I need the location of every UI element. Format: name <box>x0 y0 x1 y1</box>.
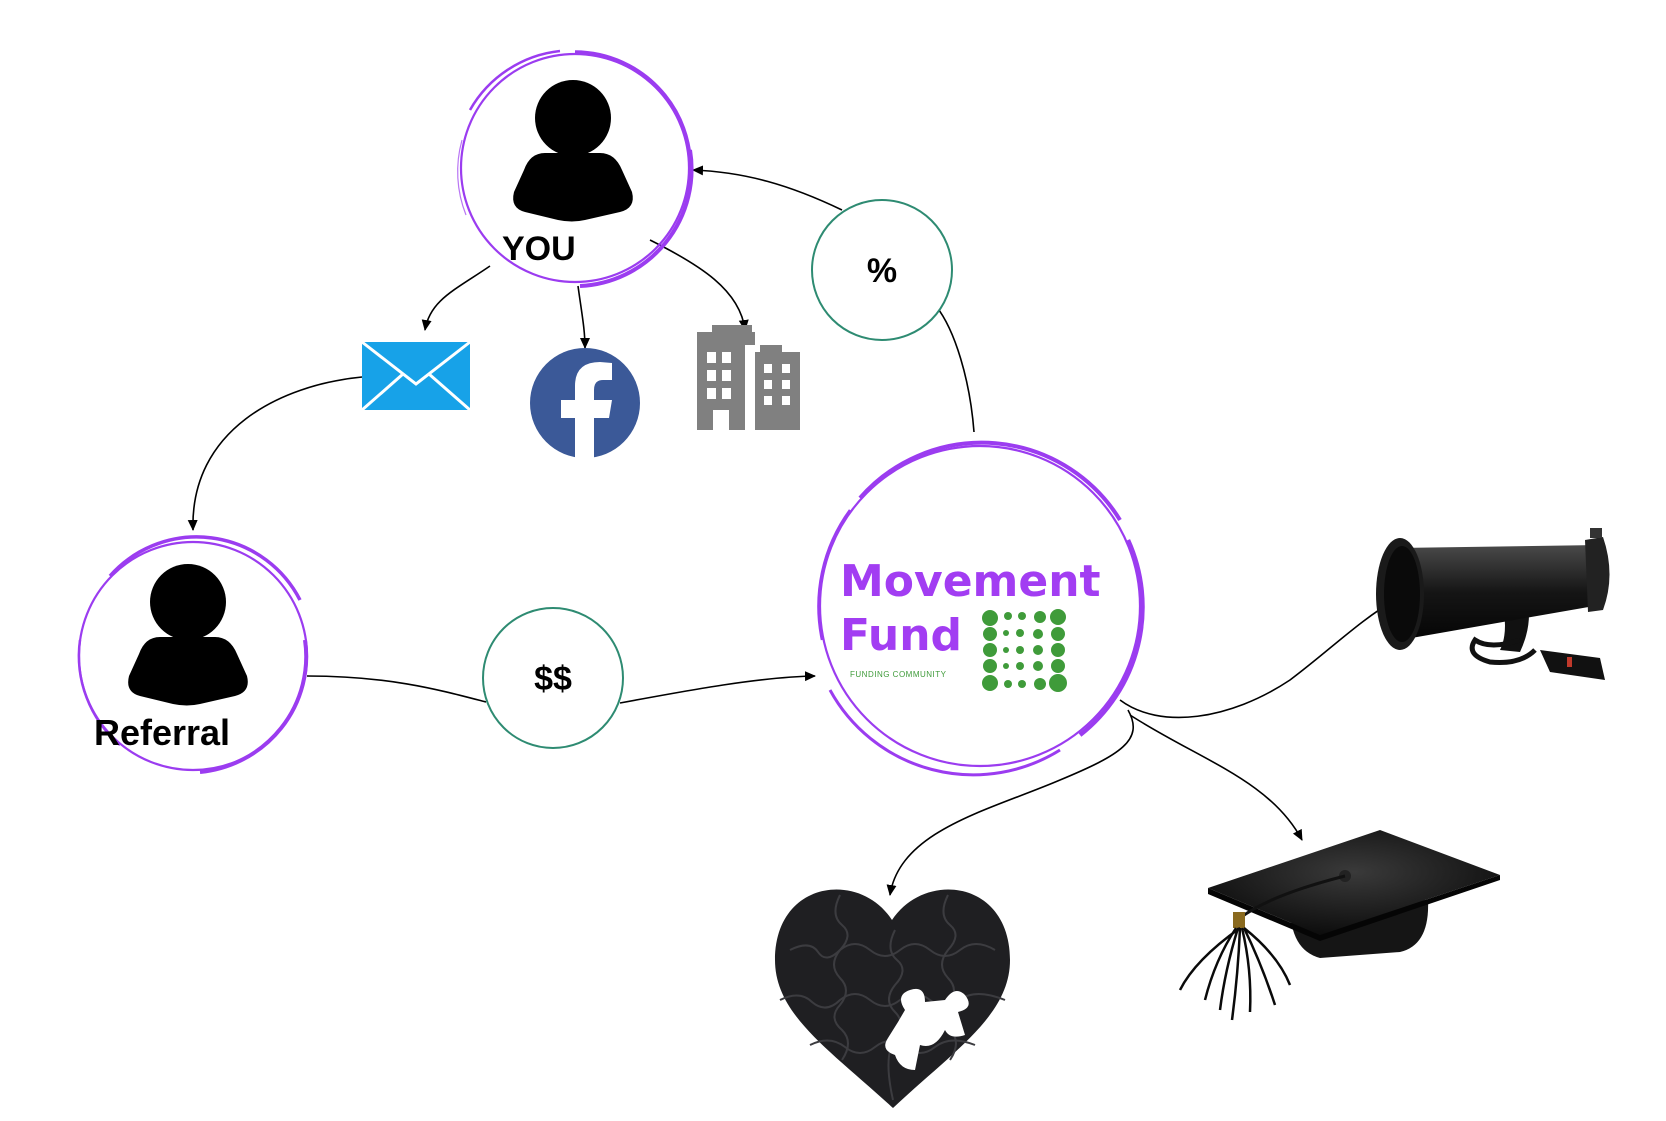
connectors <box>187 165 1396 896</box>
user-icon <box>128 564 248 706</box>
envelope-icon <box>361 340 471 412</box>
arrow-fund-to-megaphone <box>1119 599 1396 719</box>
money-badge: $$ <box>482 607 624 749</box>
you-label: YOU <box>502 230 576 268</box>
user-icon <box>513 80 633 222</box>
percent-badge: % <box>811 199 953 341</box>
arrow-you-to-email <box>421 265 491 331</box>
money-label: $$ <box>534 660 572 698</box>
arrow-you-to-facebook <box>577 285 590 349</box>
movement-fund-node: Movement Fund FUNDING COMMUNITY <box>817 440 1145 777</box>
arrow-percent-to-you <box>692 165 843 211</box>
buildings-icon <box>697 325 800 430</box>
graduation-cap-icon <box>1178 830 1500 1021</box>
puzzle-heart-icon <box>775 889 1010 1108</box>
arrow-fund-to-cap <box>1129 714 1303 841</box>
arrow-you-to-buildings <box>649 239 749 331</box>
you-node: YOU <box>457 49 694 288</box>
referral-ring <box>77 535 309 774</box>
fund-tagline: FUNDING COMMUNITY <box>850 670 947 679</box>
line-referral-to-money <box>306 675 487 703</box>
arrow-email-to-referral <box>187 376 363 531</box>
fund-title-line1: Movement <box>840 556 1101 607</box>
facebook-icon <box>530 348 640 460</box>
megaphone-icon <box>1376 528 1610 680</box>
fund-logo-dots-icon <box>982 609 1067 692</box>
referral-label: Referral <box>94 712 230 753</box>
you-ring <box>457 49 694 288</box>
percent-label: % <box>867 252 897 290</box>
arrow-money-to-fund <box>619 671 816 704</box>
line-fund-to-percent <box>935 305 975 433</box>
fund-title-line2: Fund <box>840 610 962 661</box>
referral-node: Referral <box>77 535 309 774</box>
fund-ring <box>817 440 1145 777</box>
arrow-fund-to-heart <box>886 709 1134 896</box>
